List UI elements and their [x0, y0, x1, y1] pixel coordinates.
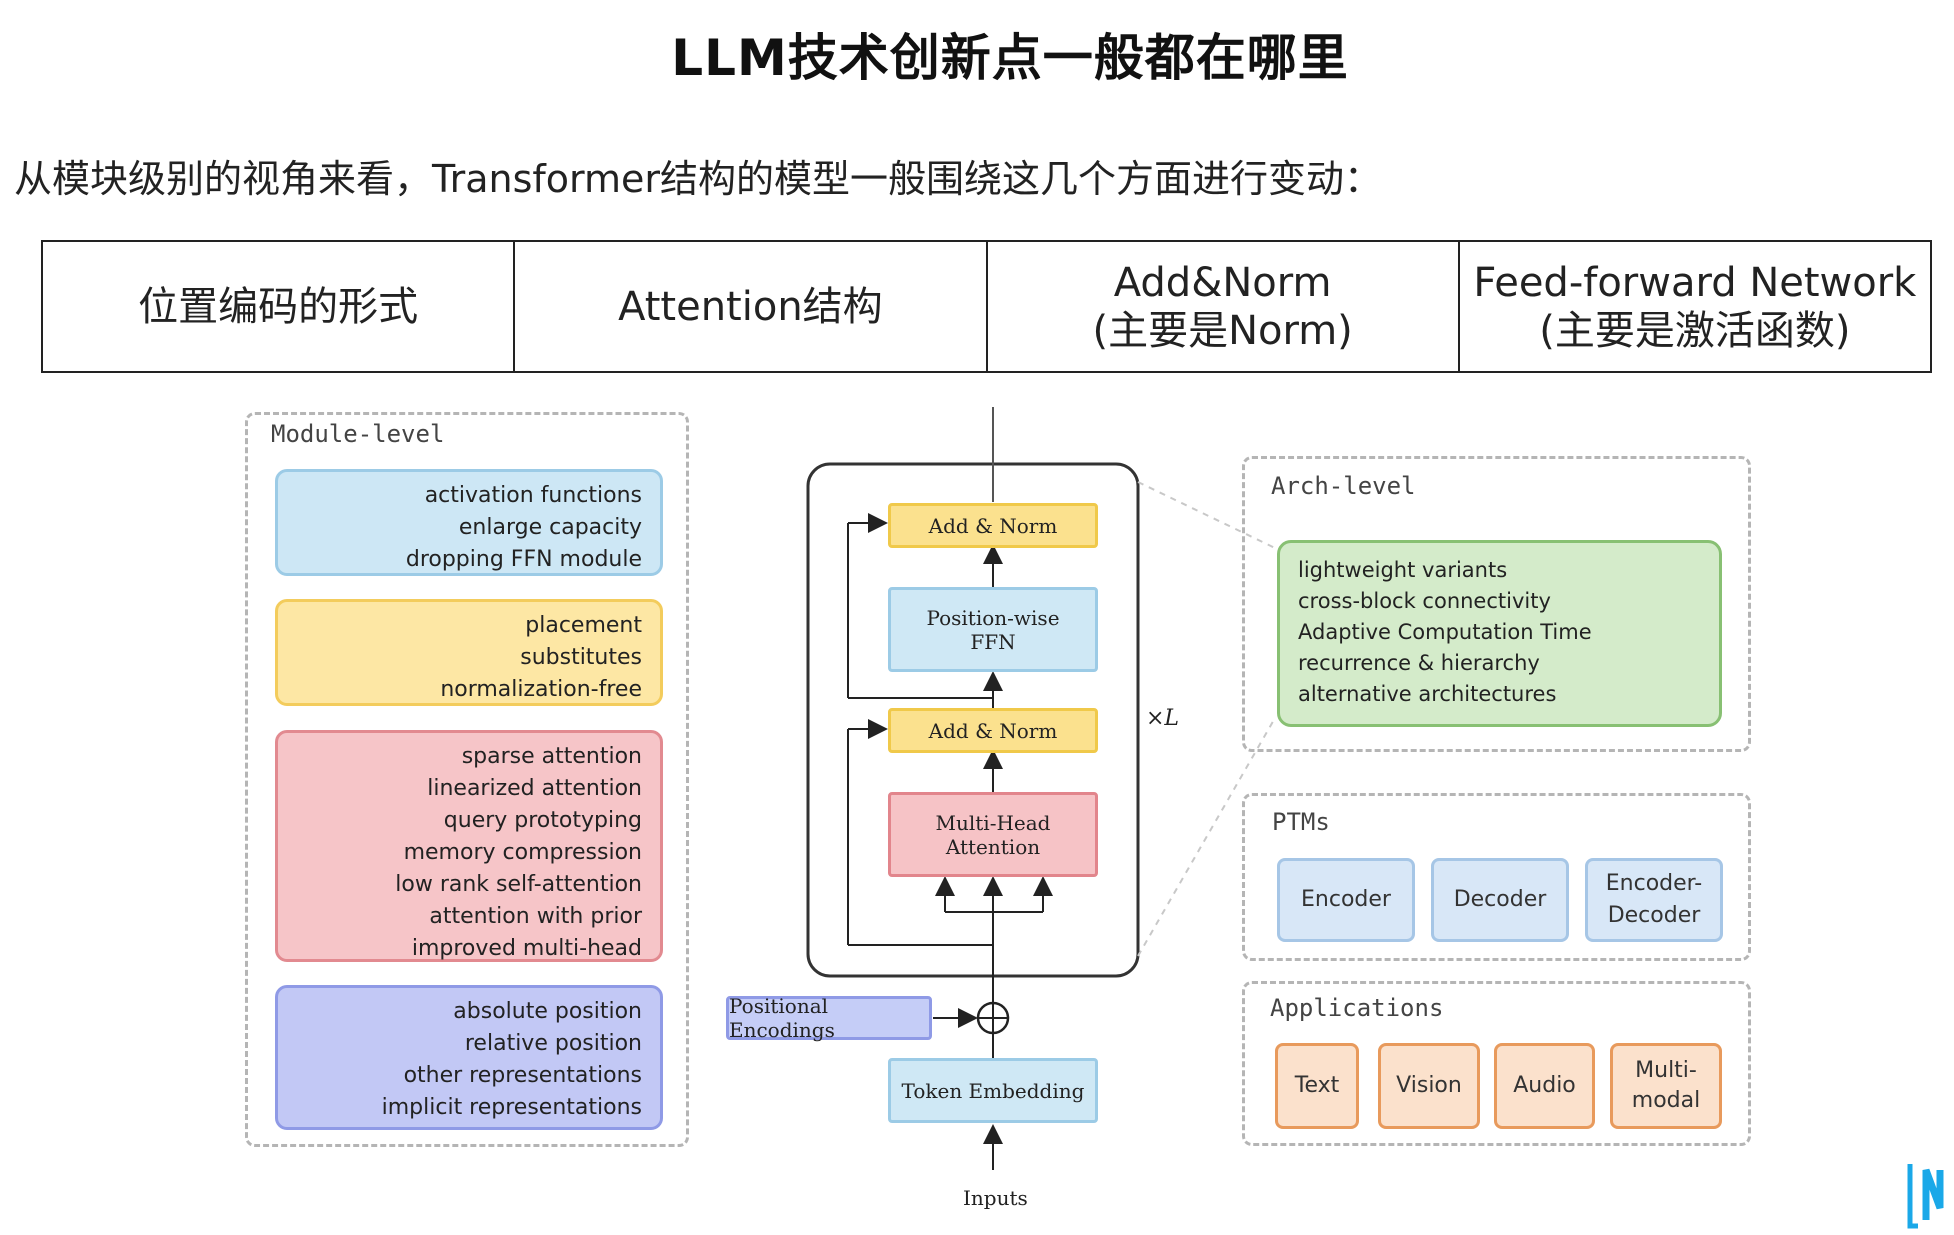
attention-variant-item: query prototyping — [443, 808, 642, 833]
ffn-variants-group: activation functions enlarge capacity dr… — [275, 469, 663, 576]
application-text-label: Text — [1294, 1073, 1340, 1098]
application-multimodal: Multi- modal — [1610, 1043, 1722, 1129]
add-norm-top-label: Add & Norm — [928, 513, 1058, 538]
module-level-panel — [245, 412, 689, 1147]
token-embedding-block: Token Embedding — [888, 1058, 1098, 1123]
arch-variant-item: recurrence & hierarchy — [1298, 651, 1540, 675]
add-norm-bottom-label: Add & Norm — [928, 718, 1058, 743]
position-variants-group: absolute position relative position othe… — [275, 985, 663, 1130]
position-variant-item: other representations — [403, 1063, 642, 1088]
module-level-label: Module-level — [271, 420, 445, 448]
application-multimodal-line1: Multi- — [1635, 1058, 1697, 1083]
norm-variant-item: normalization-free — [440, 677, 642, 702]
ptm-encoder-decoder-line2: Decoder — [1607, 903, 1701, 928]
layer-repeat-label: ×L — [1146, 706, 1180, 731]
aspect-cell-add-norm: Add&Norm (主要是Norm) — [988, 242, 1460, 371]
ptm-encoder-decoder-line1: Encoder- — [1605, 871, 1703, 896]
ptm-encoder-decoder: Encoder- Decoder — [1585, 858, 1723, 942]
ptm-encoder: Encoder — [1277, 858, 1415, 942]
mha-label-line1: Multi-Head — [935, 810, 1051, 835]
norm-variant-item: substitutes — [520, 645, 642, 670]
add-norm-bottom-block: Add & Norm — [888, 708, 1098, 753]
norm-variants-group: placement substitutes normalization-free — [275, 599, 663, 706]
arch-level-label: Arch-level — [1271, 472, 1416, 500]
application-vision-label: Vision — [1396, 1073, 1462, 1098]
applications-panel — [1242, 981, 1751, 1146]
position-variant-item: absolute position — [453, 999, 642, 1024]
aspect-cell-attention: Attention结构 — [515, 242, 988, 371]
aspect-line1: Feed-forward Network — [1473, 259, 1917, 306]
attention-variant-item: memory compression — [403, 840, 642, 865]
aspect-cell-position-encoding: 位置编码的形式 — [43, 242, 516, 371]
page-title: LLM技术创新点一般都在哪里 — [671, 29, 1349, 87]
ptm-decoder: Decoder — [1431, 858, 1569, 942]
application-audio-label: Audio — [1513, 1073, 1576, 1098]
mha-label-line2: Attention — [945, 834, 1041, 859]
application-text: Text — [1275, 1043, 1359, 1129]
application-multimodal-line2: modal — [1631, 1088, 1701, 1113]
arch-variant-item: lightweight variants — [1298, 558, 1508, 582]
aspect-line1: Add&Norm — [1113, 259, 1332, 306]
arch-level-panel — [1242, 456, 1751, 752]
aspect-line2: (主要是激活函数) — [1539, 307, 1851, 354]
ptm-encoder-label: Encoder — [1301, 887, 1391, 912]
page-subtitle: 从模块级别的视角来看，Transformer结构的模型一般围绕这几个方面进行变动… — [14, 157, 1383, 201]
arch-variant-item: alternative architectures — [1298, 682, 1557, 706]
application-vision: Vision — [1378, 1043, 1480, 1129]
norm-variant-item: placement — [525, 613, 642, 638]
positional-encodings-label: Positional Encodings — [729, 994, 835, 1042]
ffn-label-line2: FFN — [970, 629, 1016, 654]
ffn-variant-item: activation functions — [424, 483, 642, 508]
position-variant-item: implicit representations — [381, 1095, 642, 1120]
aspect-line2: (主要是Norm) — [1092, 307, 1353, 354]
attention-variants-group: sparse attention linearized attention qu… — [275, 730, 663, 962]
attention-variant-item: sparse attention — [461, 744, 642, 769]
aspect-line1: 位置编码的形式 — [138, 283, 419, 330]
token-embedding-label: Token Embedding — [901, 1078, 1085, 1103]
ptms-label: PTMs — [1272, 808, 1330, 836]
attention-variant-item: improved multi-head — [411, 936, 642, 961]
add-norm-top-block: Add & Norm — [888, 503, 1098, 548]
application-audio: Audio — [1494, 1043, 1595, 1129]
attention-variant-item: attention with prior — [429, 904, 642, 929]
attention-variant-item: linearized attention — [427, 776, 642, 801]
aspect-line1: Attention结构 — [618, 283, 883, 330]
applications-label: Applications — [1270, 994, 1444, 1022]
aspects-table: 位置编码的形式 Attention结构 Add&Norm (主要是Norm) F… — [41, 240, 1932, 373]
arch-variant-item: cross-block connectivity — [1298, 589, 1551, 613]
position-variant-item: relative position — [464, 1031, 642, 1056]
arch-variant-item: Adaptive Computation Time — [1298, 620, 1592, 644]
multi-head-attention-block: Multi-Head Attention — [888, 792, 1098, 877]
positional-encodings-block: Positional Encodings — [726, 994, 932, 1042]
aspect-cell-ffn: Feed-forward Network (主要是激活函数) — [1460, 242, 1930, 371]
ffn-label-line1: Position-wise — [926, 605, 1060, 630]
ptms-panel — [1242, 793, 1751, 961]
ffn-variant-item: enlarge capacity — [458, 515, 642, 540]
attention-variant-item: low rank self-attention — [395, 872, 642, 897]
arch-variants-group: lightweight variants cross-block connect… — [1277, 540, 1722, 727]
inputs-label: Inputs — [963, 1186, 1028, 1210]
ptm-decoder-label: Decoder — [1453, 887, 1547, 912]
corner-logo-icon — [1907, 1164, 1944, 1229]
position-wise-ffn-block: Position-wise FFN — [888, 587, 1098, 672]
ffn-variant-item: dropping FFN module — [405, 547, 642, 572]
